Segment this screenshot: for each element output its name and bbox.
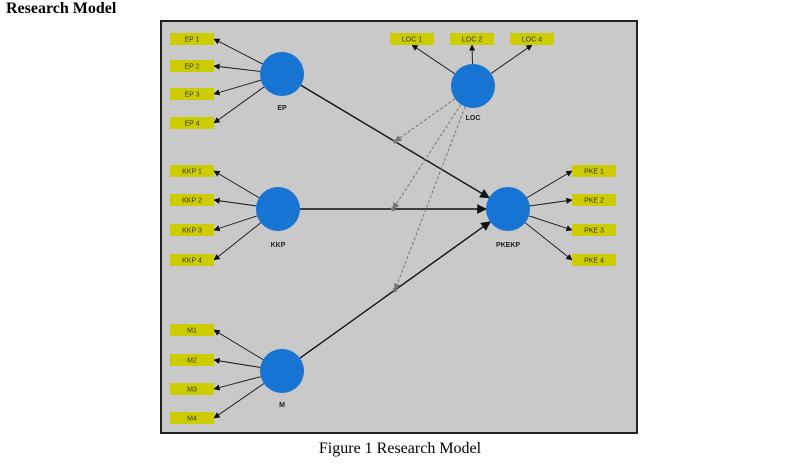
indicator-pke4: PKE 4: [572, 254, 616, 266]
indicator-arrow: [213, 215, 258, 232]
indicator-label: M2: [187, 358, 197, 365]
research-model-diagram: EP 1 EP 2 EP 3 EP 4 EP KKP 1 KKP 2 KKP 3 KKP 4 KK…: [170, 33, 616, 424]
indicator-m2: M2: [170, 354, 214, 366]
moderation-loc-ep: [394, 98, 456, 142]
indicator-label: PKE 2: [584, 198, 604, 205]
construct-label: EP: [277, 105, 287, 112]
construct-pkekp: PKEKP: [486, 187, 530, 249]
construct-kkp: KKP: [256, 187, 300, 249]
indicator-arrow: [490, 44, 533, 74]
indicator-arrow: [524, 222, 573, 261]
indicator-label: KKP 2: [182, 198, 202, 205]
indicator-arrow: [213, 376, 261, 391]
construct-label: PKEKP: [496, 242, 520, 249]
indicator-arrow: [528, 215, 573, 232]
indicator-loc2: LOC 2: [450, 33, 494, 45]
indicator-label: KKP 4: [182, 258, 202, 265]
indicator-m1: M1: [170, 324, 214, 336]
indicator-kkp4: KKP 4: [170, 254, 214, 266]
construct-label: LOC: [466, 115, 481, 122]
indicator-arrow: [213, 329, 264, 361]
indicator-label: M4: [187, 416, 197, 423]
indicator-label: M1: [187, 328, 197, 335]
indicator-pke3: PKE 3: [572, 224, 616, 236]
indicator-loc1: LOC 1: [390, 33, 434, 45]
indicator-m4: M4: [170, 412, 214, 424]
indicator-arrow: [213, 170, 260, 199]
indicator-ep4: EP 4: [170, 117, 214, 129]
indicator-arrow: [529, 197, 573, 207]
indicator-label: LOC 4: [522, 37, 542, 44]
construct-label: KKP: [271, 242, 286, 249]
indicator-label: LOC 2: [462, 37, 482, 44]
indicator-kkp1: KKP 1: [170, 165, 214, 177]
indicator-label: EP 4: [184, 121, 199, 128]
indicator-label: EP 1: [184, 37, 199, 44]
moderation-loc-m: [393, 106, 466, 291]
page-heading: Research Model: [6, 0, 117, 17]
indicator-arrow: [213, 383, 265, 419]
figure-caption: Figure 1 Research Model: [318, 440, 482, 457]
indicator-arrow: [213, 86, 265, 124]
indicator-label: EP 2: [184, 64, 199, 71]
indicator-arrow: [411, 44, 455, 75]
moderation-node: [392, 139, 398, 144]
moderation-node: [392, 287, 398, 293]
indicator-arrow: [526, 170, 573, 199]
moderation-loc-kkp: [392, 104, 462, 210]
indicator-label: EP 3: [184, 92, 199, 99]
indicator-arrow: [213, 63, 261, 72]
construct-label: M: [279, 402, 285, 409]
indicator-loc4: LOC 4: [510, 33, 554, 45]
indicator-label: KKP 1: [182, 169, 202, 176]
indicator-kkp3: KKP 3: [170, 224, 214, 236]
indicator-label: M3: [187, 387, 197, 394]
indicator-label: PKE 4: [584, 258, 604, 265]
indicator-ep3: EP 3: [170, 88, 214, 100]
construct-ep: EP: [260, 52, 304, 112]
indicator-arrow: [213, 222, 262, 261]
construct-m: M: [260, 349, 304, 409]
indicator-m3: M3: [170, 383, 214, 395]
indicator-label: LOC 1: [402, 37, 422, 44]
indicator-arrow: [213, 79, 262, 96]
indicator-label: PKE 3: [584, 228, 604, 235]
indicator-pke2: PKE 2: [572, 194, 616, 206]
indicator-ep1: EP 1: [170, 33, 214, 45]
indicator-ep2: EP 2: [170, 60, 214, 72]
indicator-kkp2: KKP 2: [170, 194, 214, 206]
indicator-arrow: [213, 38, 263, 65]
indicator-label: PKE 1: [584, 169, 604, 176]
indicator-label: KKP 3: [182, 228, 202, 235]
indicator-arrow: [213, 357, 261, 368]
construct-loc: LOC: [451, 64, 495, 122]
indicator-pke1: PKE 1: [572, 165, 616, 177]
moderation-node: [390, 206, 396, 212]
diagram-panel: EP 1 EP 2 EP 3 EP 4 EP KKP 1 KKP 2 KKP 3 KKP 4 KK…: [160, 20, 638, 434]
indicator-arrow: [213, 197, 257, 207]
